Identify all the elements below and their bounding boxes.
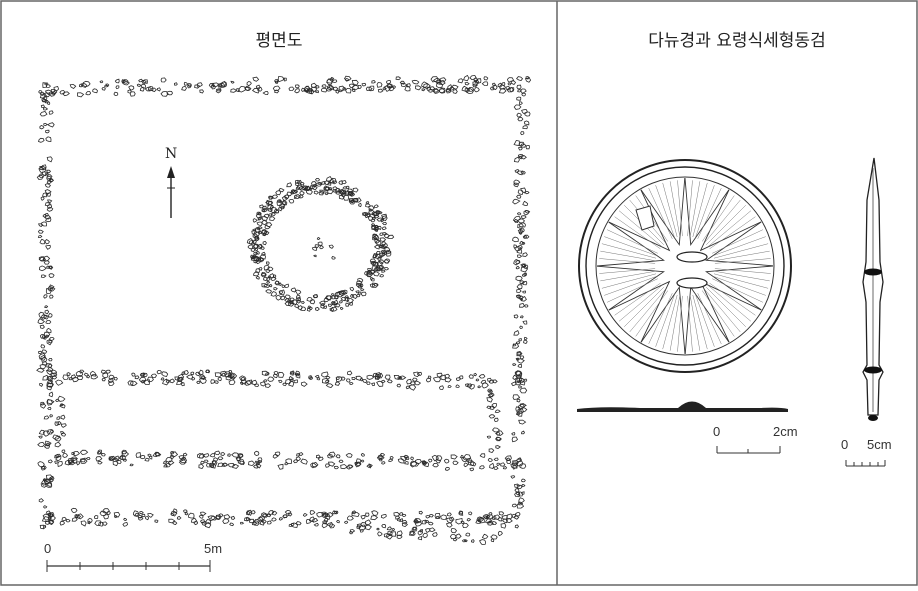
plan-scale-end: 5m: [204, 541, 223, 556]
dagger-scale-start: 0: [841, 437, 849, 452]
circular-stone-ring: [246, 175, 395, 313]
bronze-mirror-drawing: [578, 159, 792, 373]
north-arrow: [167, 166, 175, 218]
plan-title: 평면도: [255, 31, 303, 51]
stone-walls: [36, 74, 532, 546]
mirror-scale-bar: [716, 446, 781, 454]
mirror-side-profile: [577, 401, 788, 412]
plan-drawing: [36, 74, 532, 572]
mirror-sawtooth-pattern: [596, 177, 774, 355]
north-label: N: [165, 146, 178, 162]
dagger-scale-bar: [845, 460, 886, 467]
plan-scale-bar: [46, 560, 211, 572]
mirror-scale-end: 2cm: [773, 424, 798, 439]
bronze-dagger-drawing: [862, 157, 884, 421]
dagger-scale-end: 5cm: [867, 437, 892, 452]
mirror-scale-start: 0: [713, 424, 721, 439]
artifacts-title: 다뉴경과 요령식세형동검: [648, 31, 826, 51]
plan-scale-start: 0: [44, 541, 52, 556]
